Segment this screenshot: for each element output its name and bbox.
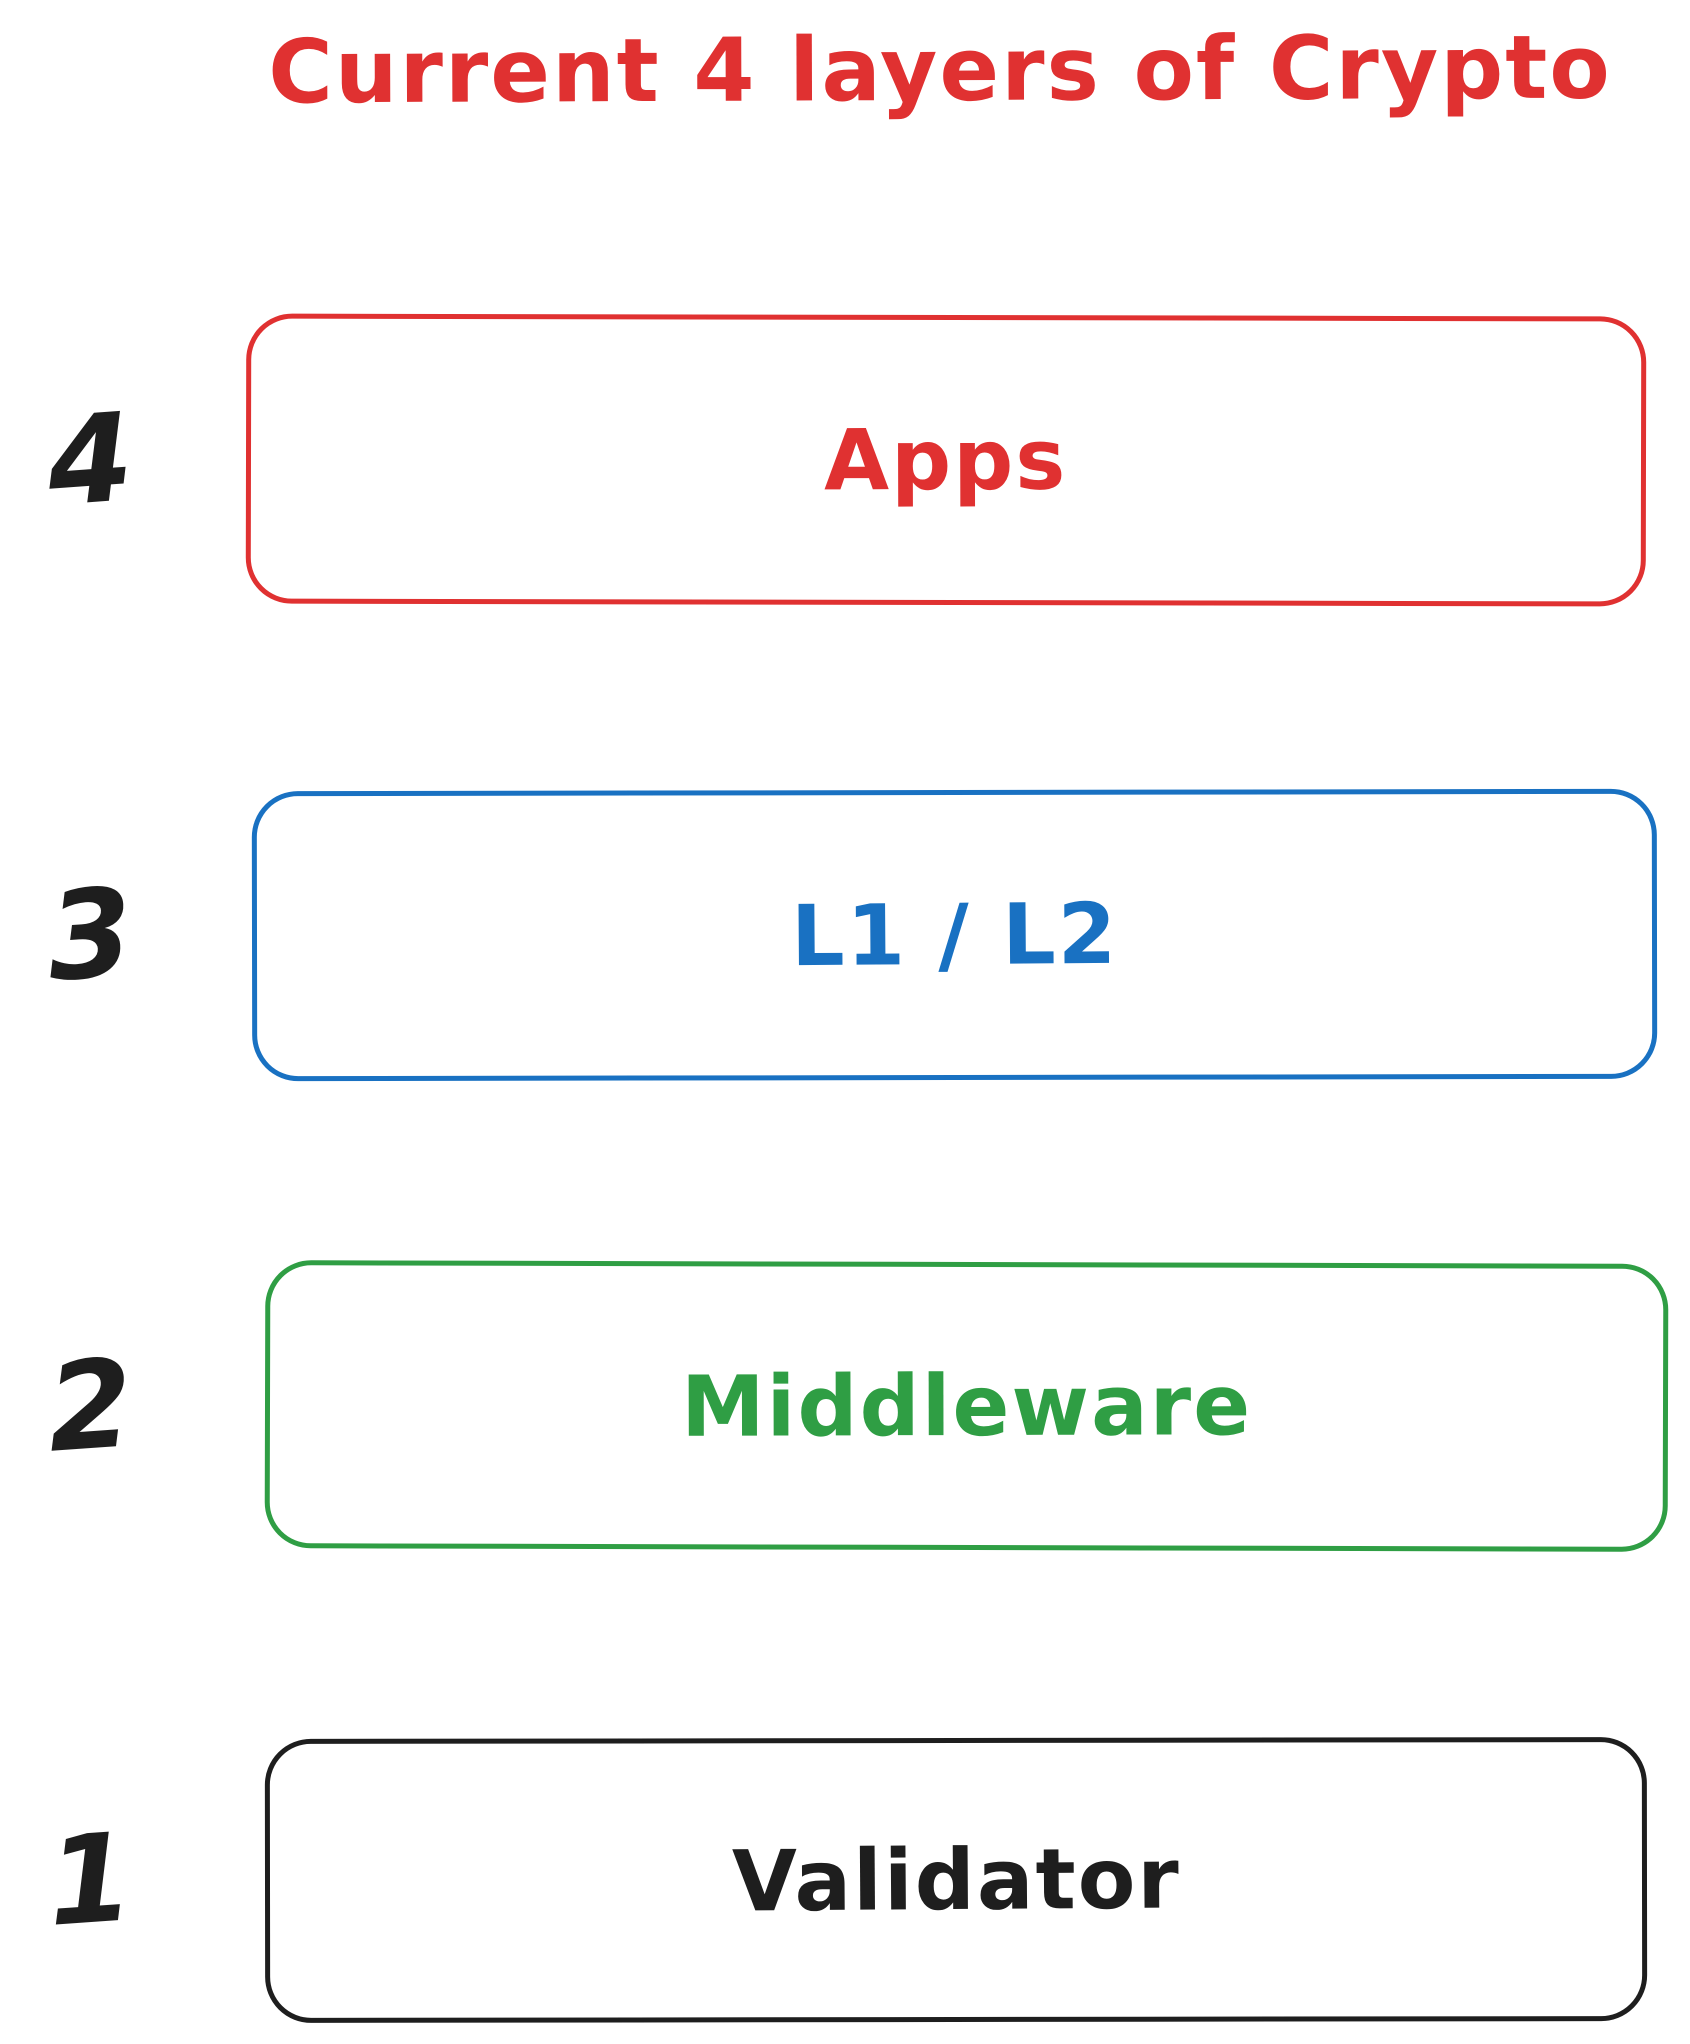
layer-label-middleware: Middleware xyxy=(680,1356,1253,1456)
layer-label-validator: Validator xyxy=(731,1829,1181,1931)
layer-number-4: 4 xyxy=(42,386,138,534)
layer-label-l1-l2: L1 / L2 xyxy=(790,884,1119,986)
layer-box-apps: Apps xyxy=(245,313,1647,607)
layer-row-l1-l2: 3 L1 / L2 xyxy=(0,788,1690,1082)
layer-number-3: 3 xyxy=(42,861,138,1009)
layer-box-validator: Validator xyxy=(264,1737,1648,2023)
layer-label-apps: Apps xyxy=(824,410,1068,510)
layer-row-apps: 4 Apps xyxy=(0,313,1690,607)
layer-number-1: 1 xyxy=(42,1806,138,1954)
diagram-title: Current 4 layers of Crypto xyxy=(268,15,1612,124)
layer-number-2: 2 xyxy=(42,1332,138,1480)
layer-row-middleware: 2 Middleware xyxy=(0,1260,1690,1552)
layer-box-l1-l2: L1 / L2 xyxy=(251,788,1658,1082)
layer-row-validator: 1 Validator xyxy=(0,1737,1690,2023)
layer-box-middleware: Middleware xyxy=(264,1260,1669,1552)
